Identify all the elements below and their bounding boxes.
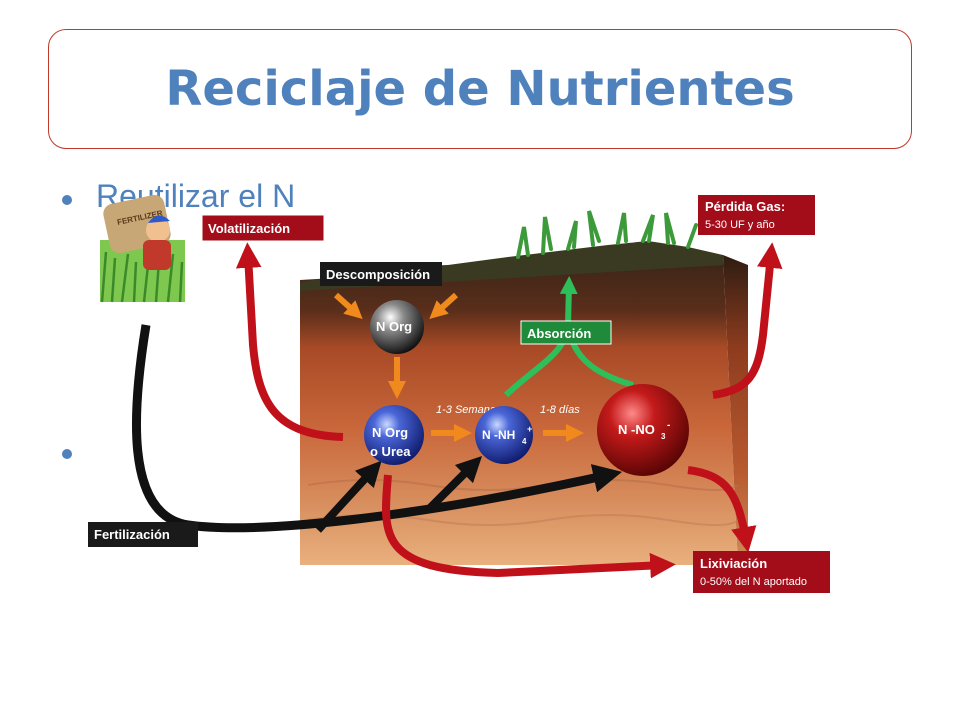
descomposicion-label: Descomposición bbox=[326, 267, 430, 282]
n-no3-subscript: 3 bbox=[661, 432, 666, 441]
fertilization-arrow-main bbox=[131, 324, 623, 533]
timing-dias: 1-8 días bbox=[540, 404, 580, 416]
perdida-gas-label: Pérdida Gas: bbox=[705, 199, 785, 214]
decomposition-arrow-left bbox=[333, 292, 363, 320]
volatilizacion-label: Volatilización bbox=[208, 221, 290, 236]
nitrogen-cycle-diagram: FERTILIZER 1-3 Semanas 1-8 días N Org N … bbox=[88, 185, 833, 595]
lixiviacion-box: Lixiviación 0-50% del N aportado bbox=[693, 551, 830, 593]
n-org-top-label: N Org bbox=[376, 319, 412, 334]
n-nh4-superscript: + bbox=[527, 424, 532, 434]
perdida-gas-sub-label: 5-30 UF y año bbox=[705, 219, 775, 231]
n-nh4-node: N -NH 4 + bbox=[475, 406, 533, 464]
n-nh4-label: N -NH bbox=[482, 428, 515, 442]
n-org-urea-node: N Org o Urea bbox=[364, 405, 424, 465]
bullet-dot-1 bbox=[62, 195, 72, 205]
n-no3-superscript: - bbox=[667, 420, 670, 431]
descomposicion-box: Descomposición bbox=[320, 262, 442, 286]
volatilization-arrow bbox=[235, 242, 344, 441]
n-org-urea-label-1: N Org bbox=[372, 425, 408, 440]
fertilization-arrow-nh4 bbox=[425, 455, 483, 513]
perdida-gas-box: Pérdida Gas: 5-30 UF y año bbox=[698, 195, 815, 235]
volatilizacion-box: Volatilización bbox=[201, 214, 325, 242]
lixiviacion-sub-label: 0-50% del N aportado bbox=[700, 576, 807, 588]
n-no3-label: N -NO bbox=[618, 422, 655, 437]
absorcion-box: Absorción bbox=[520, 320, 612, 345]
fertilization-arrow-urea bbox=[315, 460, 382, 533]
page-title: Reciclaje de Nutrientes bbox=[165, 61, 795, 117]
fertilizacion-box: Fertilización bbox=[88, 522, 198, 547]
bullet-dot-2 bbox=[62, 449, 72, 459]
n-nh4-subscript: 4 bbox=[522, 437, 527, 446]
title-box: Reciclaje de Nutrientes bbox=[48, 29, 912, 149]
absorcion-label: Absorción bbox=[527, 326, 591, 341]
n-org-urea-label-2: o Urea bbox=[370, 444, 411, 459]
lixiviacion-label: Lixiviación bbox=[700, 556, 767, 571]
leaching-arrow-1 bbox=[382, 474, 676, 579]
gas-loss-arrow bbox=[712, 242, 783, 399]
decomposition-arrow-right bbox=[429, 292, 459, 320]
leaching-arrow-2 bbox=[687, 466, 757, 553]
n-org-top-node: N Org bbox=[370, 300, 424, 354]
n-no3-node: N -NO 3 - bbox=[597, 384, 689, 476]
farmer-illustration: FERTILIZER bbox=[100, 194, 185, 303]
fertilizacion-label: Fertilización bbox=[94, 527, 170, 542]
